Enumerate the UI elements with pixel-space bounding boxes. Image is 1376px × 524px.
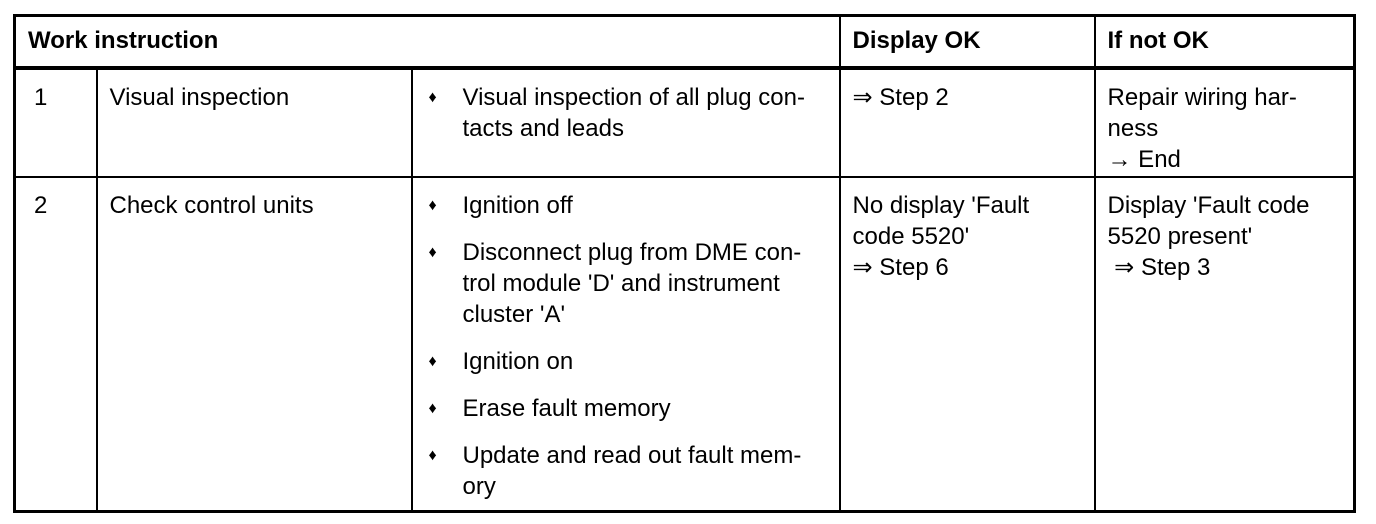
bullet-text: Update and read out fault mem- ory — [462, 442, 802, 500]
display-ok-cell: ⇒ Step 2 — [838, 67, 1096, 178]
display-ok-cell: No display 'Fault code 5520' ⇒ Step 6 — [838, 176, 1096, 512]
work-steps-cell: ♦ Visual inspection of all plug con- tac… — [410, 67, 841, 178]
bullet-item: ♦ Visual inspection of all plug con- tac… — [425, 82, 831, 144]
step-number: 2 — [13, 176, 98, 512]
step-number: 1 — [13, 67, 98, 178]
bullet-text: Disconnect plug from DME con- trol modul… — [462, 239, 802, 328]
diamond-bullet-icon: ♦ — [428, 89, 437, 106]
diamond-bullet-icon: ♦ — [428, 400, 437, 417]
table-header-row: Work instruction Display OK If not OK — [13, 14, 1356, 70]
bullet-item: ♦ Erase fault memory — [425, 393, 831, 424]
bullet-item: ♦ Ignition off — [425, 190, 831, 221]
bullet-text: Ignition on — [462, 348, 574, 375]
diamond-bullet-icon: ♦ — [428, 353, 437, 370]
table-row-step-1: 1 Visual inspection ♦ Visual inspection … — [13, 67, 1356, 178]
if-not-ok-cell: Display 'Fault code 5520 present' ⇒ Step… — [1093, 176, 1356, 512]
bullet-item: ♦ Disconnect plug from DME con- trol mod… — [425, 237, 831, 330]
table-row-step-2: 2 Check control units ♦ Ignition off ♦ D… — [13, 176, 1356, 512]
task-name: Visual inspection — [95, 67, 413, 178]
bullet-text: Erase fault memory — [462, 395, 671, 422]
task-name: Check control units — [95, 176, 413, 512]
bullet-text: Ignition off — [462, 192, 573, 219]
header-display-ok: Display OK — [838, 14, 1096, 70]
header-if-not-ok: If not OK — [1093, 14, 1356, 70]
diamond-bullet-icon: ♦ — [428, 197, 437, 214]
bullet-text: Visual inspection of all plug con- tacts… — [462, 84, 805, 142]
work-steps-cell: ♦ Ignition off ♦ Disconnect plug from DM… — [410, 176, 841, 512]
diamond-bullet-icon: ♦ — [428, 244, 437, 261]
diamond-bullet-icon: ♦ — [428, 447, 437, 464]
header-work-instruction: Work instruction — [13, 14, 841, 70]
if-not-ok-cell: Repair wiring har- ness → End — [1093, 67, 1356, 178]
work-instruction-table: Work instruction Display OK If not OK 1 … — [13, 14, 1357, 513]
bullet-item: ♦ Update and read out fault mem- ory — [425, 440, 831, 502]
bullet-item: ♦ Ignition on — [425, 346, 831, 377]
